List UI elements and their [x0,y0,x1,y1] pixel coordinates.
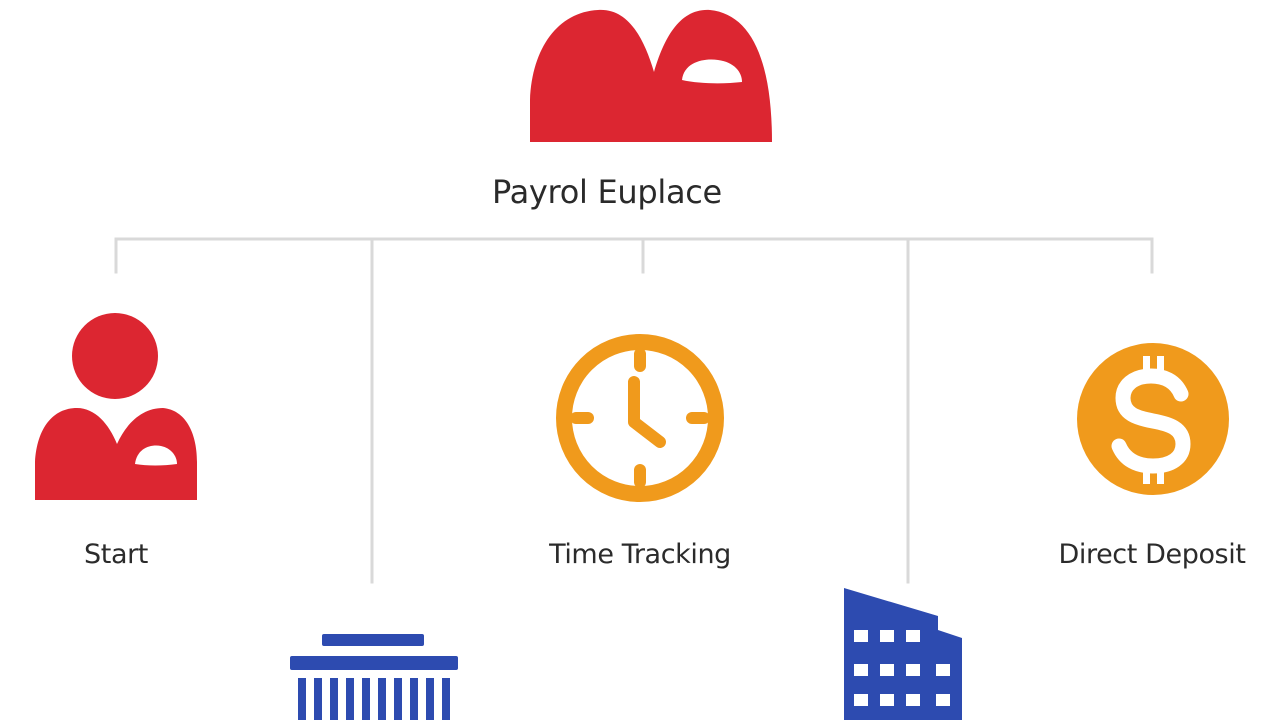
branch-label-direct-deposit: Direct Deposit [1058,539,1246,570]
clock-icon [556,334,724,502]
bank-building-icon [290,634,458,720]
branch-label-time-tracking: Time Tracking [549,539,731,570]
root-title: Payrol Euplace [492,173,722,211]
brand-mountain-logo-icon [530,9,772,142]
person-icon [35,313,197,500]
branch-label-start: Start [84,539,148,570]
dollar-coin-icon [1077,343,1229,495]
office-building-icon [844,588,962,720]
